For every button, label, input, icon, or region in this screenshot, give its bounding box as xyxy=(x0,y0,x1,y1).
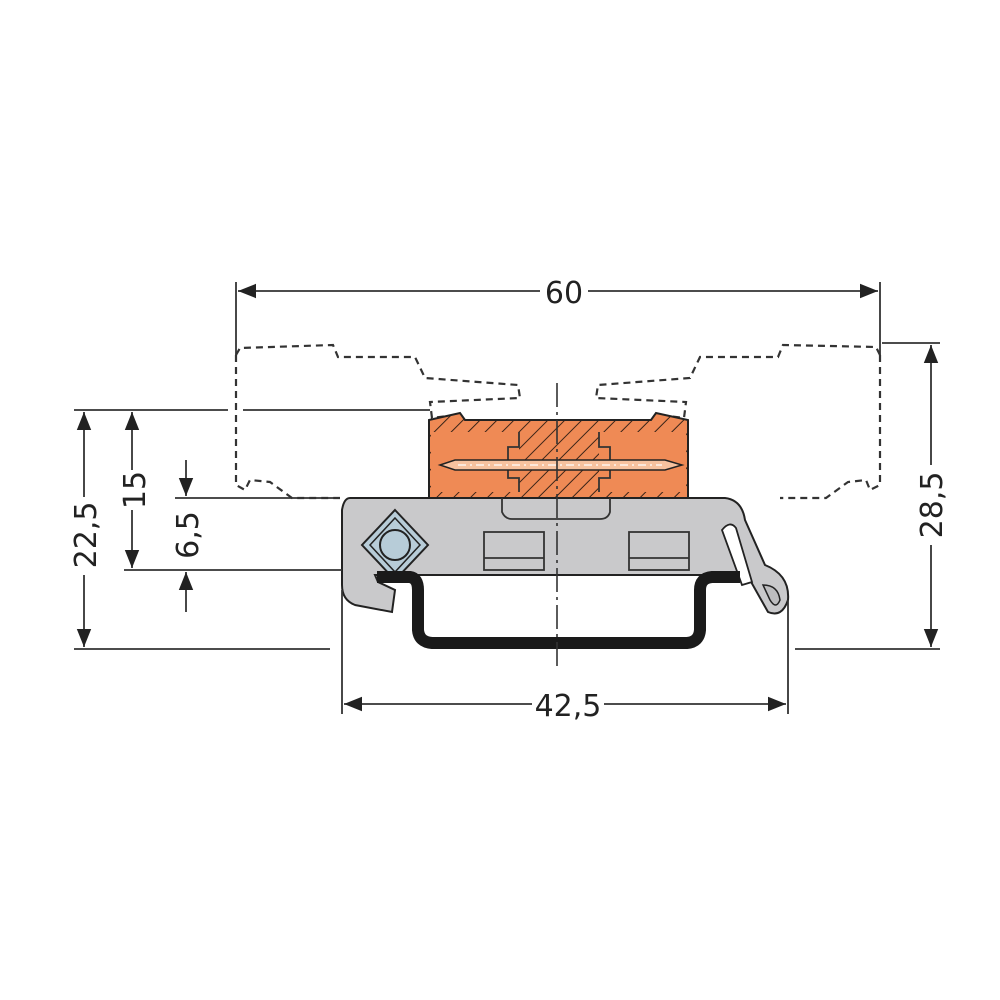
carrier xyxy=(341,497,790,615)
dim-label-60: 60 xyxy=(545,276,583,311)
dim-label-42-5: 42,5 xyxy=(535,689,602,724)
dimension-total-height: 28,5 xyxy=(915,345,950,647)
dimension-overall-width: 60 xyxy=(238,276,878,311)
dim-label-6-5: 6,5 xyxy=(171,511,206,559)
dimension-height-6-5: 6,5 xyxy=(171,460,206,612)
dim-label-15: 15 xyxy=(118,471,153,509)
dim-label-28-5: 28,5 xyxy=(915,472,950,539)
dimension-height-22-5: 22,5 xyxy=(69,412,104,647)
din-rail xyxy=(377,571,740,649)
extension-lines xyxy=(74,282,940,714)
terminal-block xyxy=(428,411,689,499)
dimension-height-15: 15 xyxy=(118,412,153,568)
dimension-carrier-width: 42,5 xyxy=(344,689,786,724)
dim-label-22-5: 22,5 xyxy=(69,502,104,569)
